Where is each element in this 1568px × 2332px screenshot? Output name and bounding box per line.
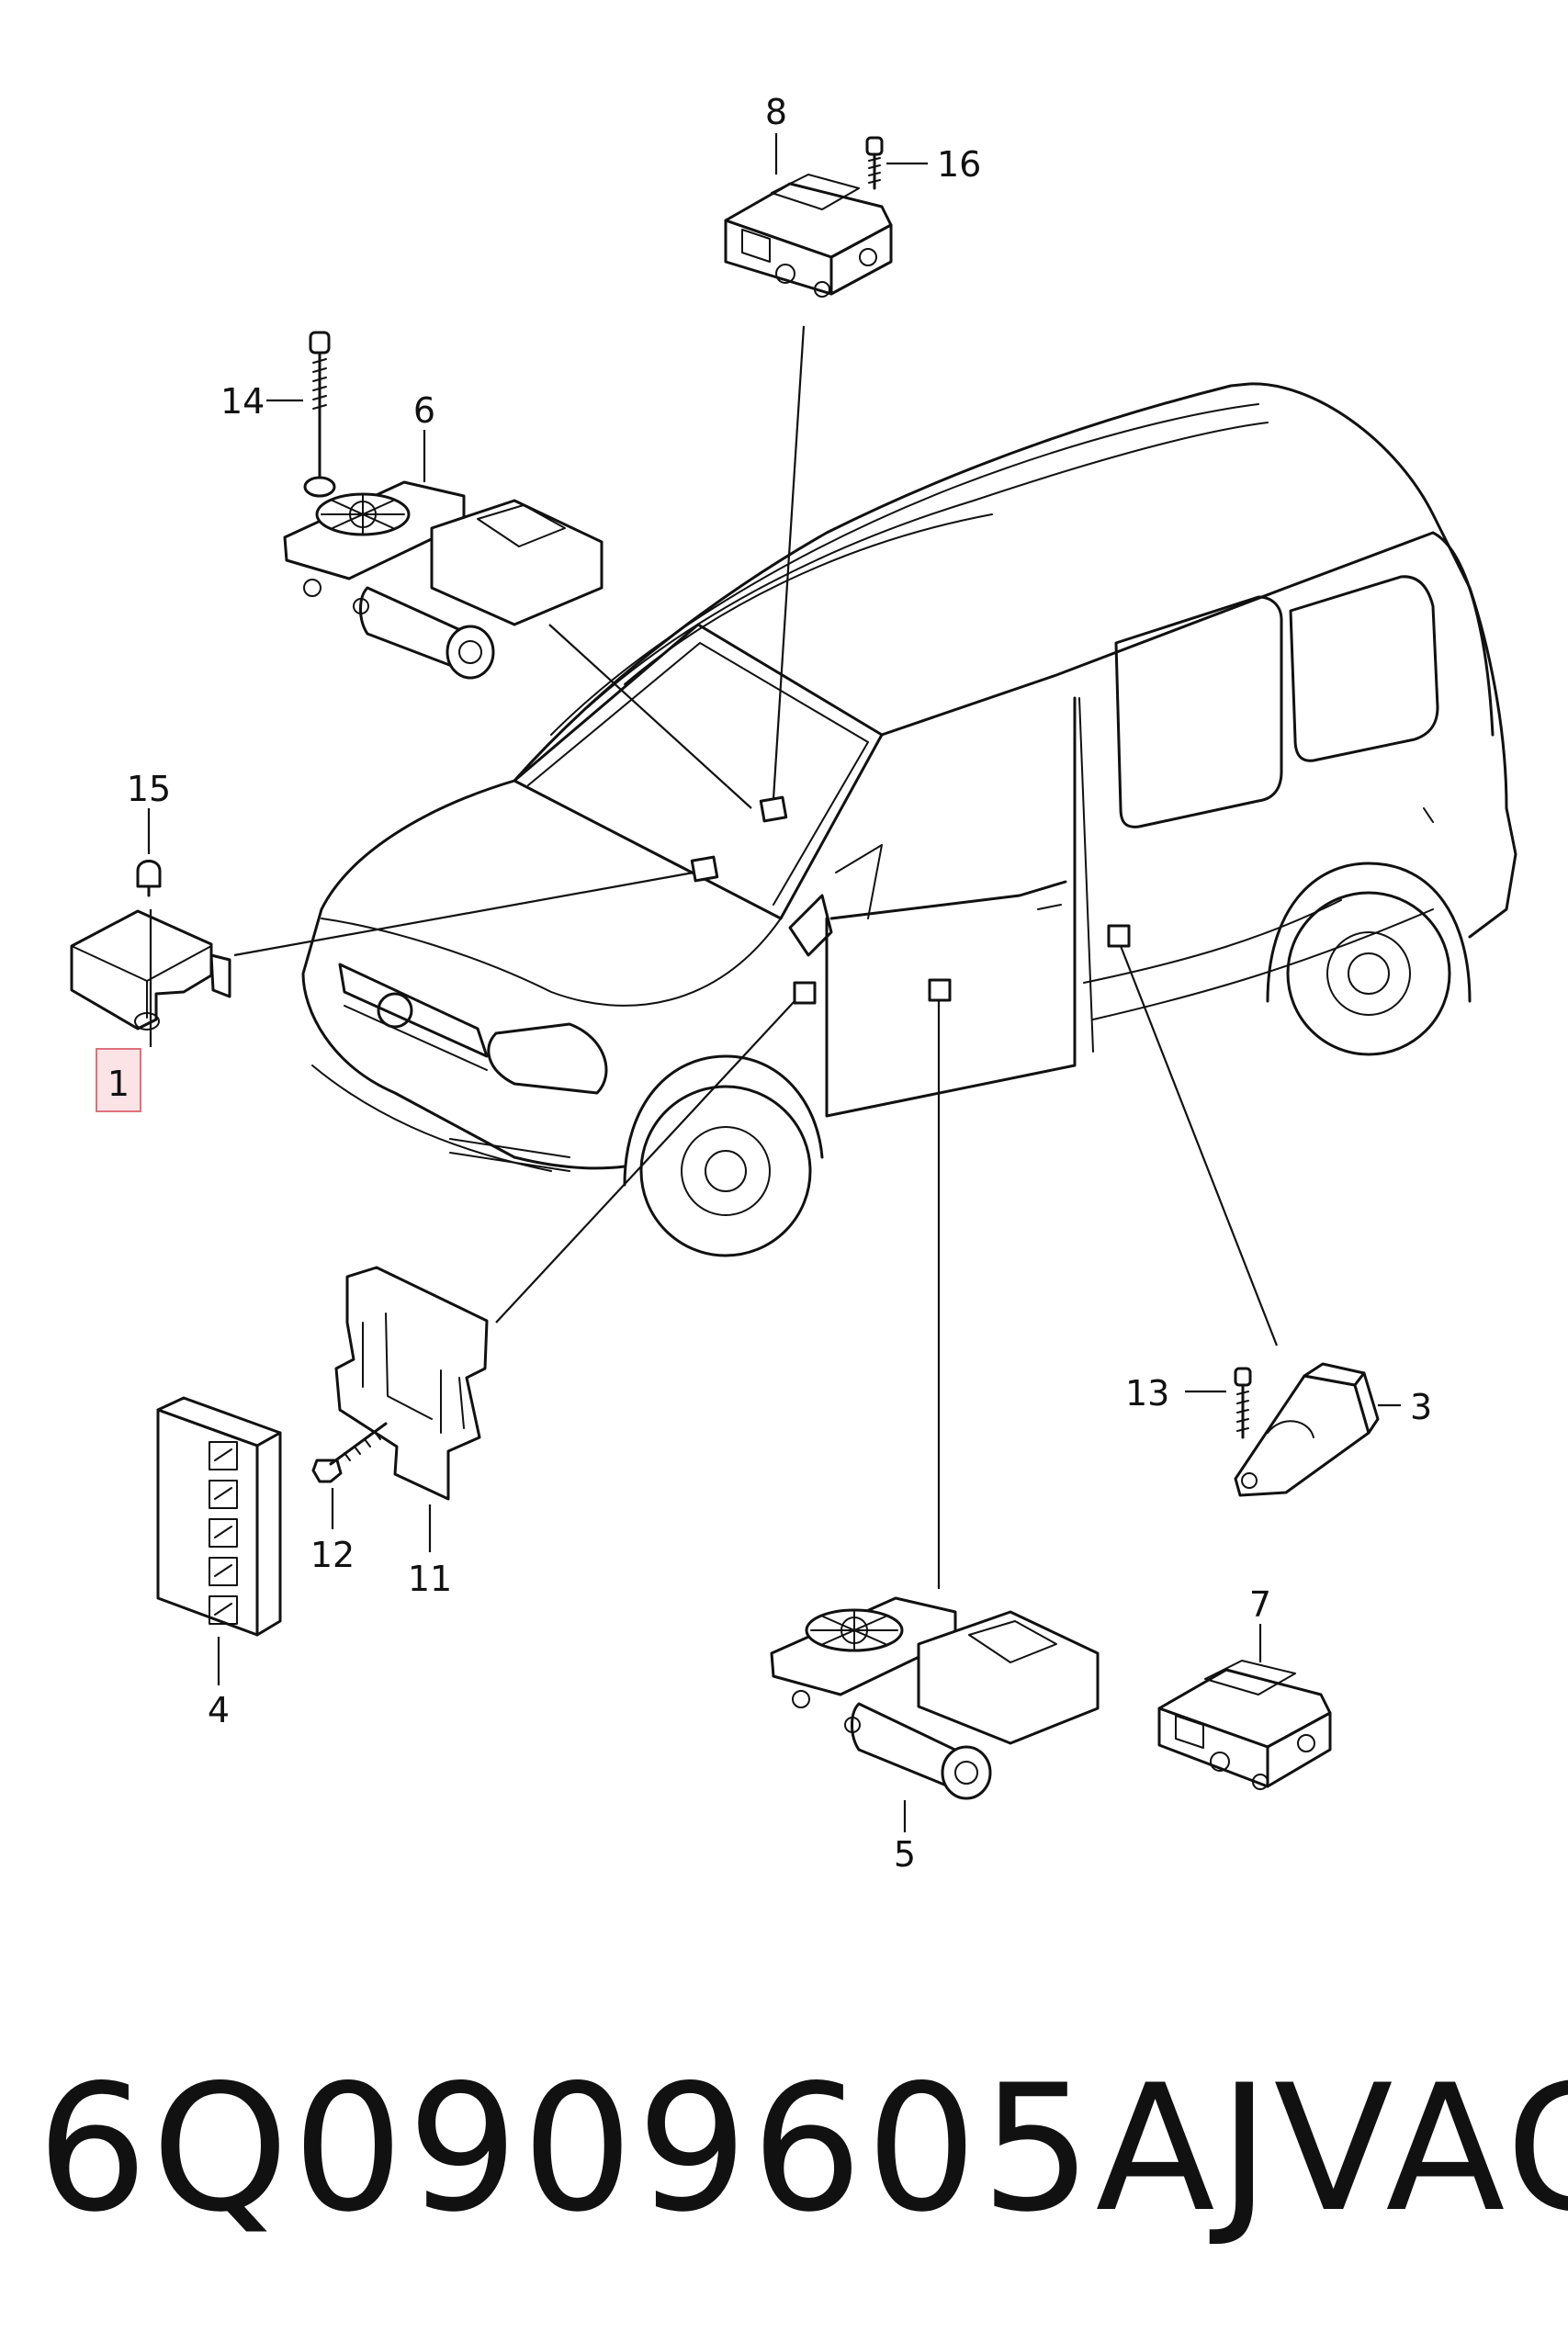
callout-6: 6 — [413, 390, 435, 431]
callout-5: 5 — [894, 1834, 916, 1875]
part-12-screw — [311, 1422, 388, 1529]
callout-14: 14 — [220, 381, 265, 422]
callout-3: 3 — [1410, 1387, 1432, 1427]
callout-4: 4 — [208, 1690, 230, 1730]
leader-lines — [233, 325, 1279, 1589]
part-1-bracket — [70, 909, 231, 1047]
part-15-clip — [136, 808, 162, 897]
part-3-sensor — [1234, 1362, 1401, 1497]
callout-11: 11 — [408, 1559, 452, 1599]
callout-13: 13 — [1125, 1373, 1169, 1414]
part-8-control-unit — [724, 133, 893, 298]
callout-16: 16 — [937, 144, 981, 185]
callout-1: 1 — [107, 1064, 130, 1104]
callout-12: 12 — [310, 1535, 355, 1575]
location-marker — [928, 978, 952, 1002]
callout-7: 7 — [1249, 1584, 1271, 1625]
highlight-box — [96, 1048, 141, 1112]
part-6-window-motor — [283, 430, 604, 680]
part-number: 6Q0909605AJ — [37, 2047, 1274, 2250]
vehicle-illustration — [301, 382, 1517, 1257]
location-marker — [690, 855, 719, 883]
callout-8: 8 — [765, 92, 787, 132]
part-13-screw — [1185, 1367, 1252, 1439]
part-7-control-unit — [1157, 1624, 1332, 1790]
callout-15: 15 — [127, 769, 171, 809]
brand-label: VAG — [1273, 2047, 1568, 2250]
location-marker — [793, 981, 817, 1005]
part-11-bracket — [334, 1266, 489, 1552]
caption: 6Q0909605AJ VAG — [37, 2030, 1568, 2269]
part-16-screw — [865, 136, 928, 190]
location-marker — [759, 795, 788, 823]
location-marker — [1107, 924, 1131, 948]
part-5-window-motor — [770, 1596, 1100, 1832]
part-14-screw — [266, 331, 336, 498]
part-4-relay-module — [156, 1396, 282, 1685]
